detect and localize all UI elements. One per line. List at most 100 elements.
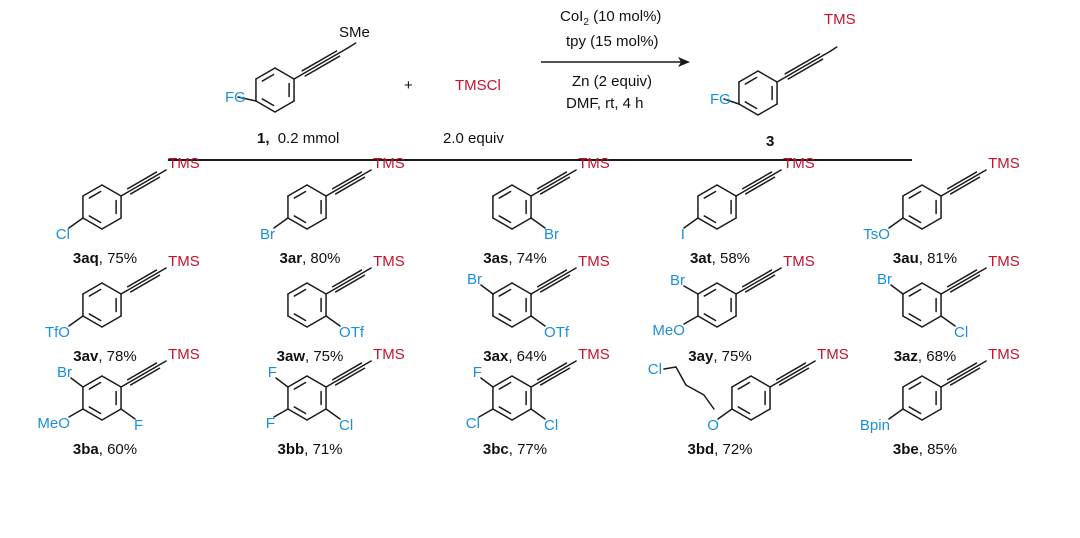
compound-id: 3ay bbox=[688, 348, 714, 365]
compound-id: 3bd bbox=[687, 441, 714, 458]
ring-double-bond bbox=[293, 381, 307, 390]
alkyne-bond bbox=[769, 360, 816, 388]
alkyne-bond bbox=[129, 367, 161, 386]
alkyne-bond bbox=[126, 269, 158, 288]
ring-bond bbox=[757, 70, 778, 83]
compound-id: 3bb bbox=[277, 441, 304, 458]
reaction-arrow bbox=[541, 57, 690, 67]
tms-label: TMS bbox=[988, 253, 1020, 270]
substituent-br: Br bbox=[57, 364, 72, 381]
ring-double-bond bbox=[498, 313, 512, 322]
ring-bond bbox=[274, 67, 295, 80]
reaction-conditions: CoI2 (10 mol%) tpy (15 mol%) Zn (2 equiv… bbox=[560, 8, 661, 112]
ring-double-bond bbox=[908, 190, 922, 199]
substituent-bond bbox=[273, 408, 289, 418]
substituent-tso: TsO bbox=[863, 226, 890, 243]
ring-bond bbox=[492, 375, 513, 388]
alkyne-bond bbox=[949, 176, 981, 195]
tms-bond bbox=[829, 46, 838, 52]
reactant-1-label: 1, 0.2 mmol bbox=[257, 130, 339, 147]
alkyne-bond bbox=[744, 176, 776, 195]
alkyne-bond bbox=[949, 367, 981, 386]
compound-yield: , 80% bbox=[302, 250, 340, 267]
compound-id: 3aq bbox=[73, 250, 99, 267]
compound-label: 3at, 58% bbox=[690, 250, 750, 267]
compound-label: 3bd, 72% bbox=[687, 441, 752, 458]
ring-bond bbox=[902, 315, 923, 328]
ring-double-bond bbox=[88, 381, 102, 390]
ring-bond bbox=[492, 217, 513, 230]
compound-label: 3ax, 64% bbox=[483, 348, 546, 365]
ring-bond bbox=[750, 375, 771, 388]
ring-bond bbox=[306, 375, 327, 388]
tms-label: TMS bbox=[783, 155, 815, 172]
ring-bond bbox=[921, 184, 942, 197]
ring-double-bond bbox=[261, 73, 275, 82]
substituent-bond bbox=[275, 377, 289, 388]
substituent-otf: OTf bbox=[544, 324, 570, 341]
ring-bond bbox=[738, 70, 759, 83]
alkyne-bond bbox=[331, 269, 363, 288]
ring-bond bbox=[902, 184, 923, 197]
ring-double-bond bbox=[88, 215, 102, 224]
alkyne-bond bbox=[539, 274, 571, 293]
alkyne-bond bbox=[539, 367, 571, 386]
substituent-bond bbox=[683, 315, 699, 325]
compound-yield: , 78% bbox=[98, 348, 136, 365]
ring-double-bond bbox=[908, 381, 922, 390]
alkyne-bond bbox=[940, 267, 987, 295]
substituent-bond bbox=[325, 408, 341, 420]
ring-bond bbox=[101, 217, 122, 230]
compound-yield: , 64% bbox=[508, 348, 546, 365]
ring-double-bond bbox=[908, 406, 922, 415]
alkyne-bond bbox=[129, 274, 161, 293]
ring-double-bond bbox=[498, 406, 512, 415]
fg-bond bbox=[237, 96, 257, 102]
compound-yield: , 81% bbox=[919, 250, 957, 267]
ring-bond bbox=[287, 315, 308, 328]
substituent-bond bbox=[717, 408, 733, 420]
ring-bond bbox=[697, 217, 718, 230]
ring-double-bond bbox=[498, 381, 512, 390]
ring-bond bbox=[82, 217, 103, 230]
product-3: TMS FG 3 bbox=[710, 11, 856, 150]
ring-bond bbox=[101, 408, 122, 421]
alkyne-bond bbox=[325, 360, 372, 388]
chain-bond bbox=[675, 366, 687, 386]
ring-bond bbox=[492, 282, 513, 295]
ring-bond bbox=[101, 315, 122, 328]
substituent-f: F bbox=[268, 364, 277, 381]
ring-double-bond bbox=[293, 288, 307, 297]
ring-bond bbox=[757, 103, 778, 116]
reagent-equiv: 2.0 equiv bbox=[443, 130, 504, 147]
alkyne-bond bbox=[120, 267, 167, 295]
compound-label: 3az, 68% bbox=[894, 348, 957, 365]
alkyne-bond bbox=[126, 362, 158, 381]
substituent-f: F bbox=[473, 364, 482, 381]
tms-label: TMS bbox=[988, 155, 1020, 172]
product-3-label: 3 bbox=[766, 133, 774, 150]
ring-bond bbox=[255, 67, 276, 80]
substituent-cl-chain: Cl bbox=[648, 361, 662, 378]
alkyne-bond bbox=[946, 171, 978, 190]
ring-bond bbox=[287, 217, 308, 230]
substituent-i: I bbox=[681, 226, 685, 243]
condition-ligand: tpy (15 mol%) bbox=[566, 33, 659, 50]
substituent-bond bbox=[273, 217, 289, 229]
alkyne-bond bbox=[741, 269, 773, 288]
ring-double-bond bbox=[908, 288, 922, 297]
chain-bond bbox=[663, 366, 677, 370]
compound-3at: TMS I 3at, 58% bbox=[681, 155, 815, 267]
alkyne-bond bbox=[744, 274, 776, 293]
compound-yield: , 85% bbox=[919, 441, 957, 458]
alkyne-bond bbox=[325, 169, 372, 197]
ring-bond bbox=[716, 217, 737, 230]
alkyne-bond bbox=[293, 47, 349, 80]
alkyne-bond bbox=[530, 267, 577, 295]
alkyne-bond bbox=[784, 53, 821, 75]
